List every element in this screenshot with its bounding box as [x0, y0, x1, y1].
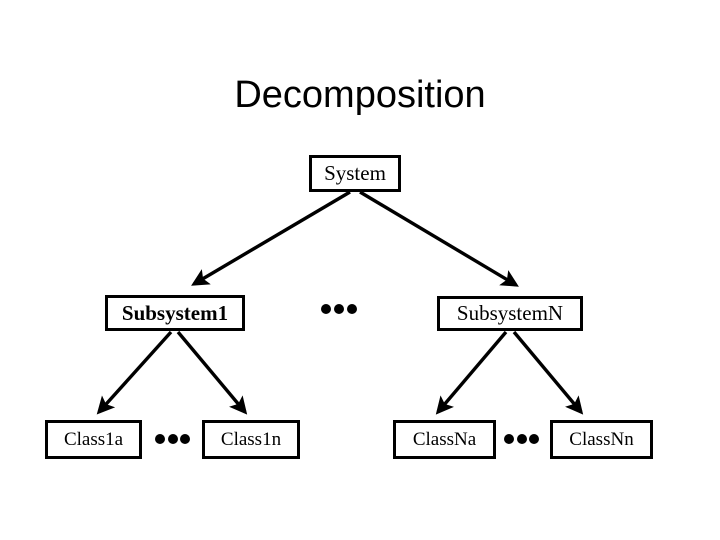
node-subsystem-n[interactable]: SubsystemN — [437, 296, 583, 331]
node-class-nn-label: ClassNn — [569, 429, 634, 450]
edge-subsystem1-class1n — [176, 330, 248, 415]
ellipsis-dot — [334, 304, 344, 314]
edge-subsystemN-classNn — [512, 330, 584, 415]
ellipsis-dot — [321, 304, 331, 314]
node-class1n[interactable]: Class1n — [202, 420, 300, 459]
node-class-na[interactable]: ClassNa — [393, 420, 496, 459]
edge-subsystemN-classNa — [435, 330, 508, 415]
node-subsystem1[interactable]: Subsystem1 — [105, 295, 245, 331]
ellipsis-class1-icon — [155, 433, 190, 445]
ellipsis-dot — [167, 434, 178, 444]
edge-subsystem1-class1a — [96, 330, 173, 415]
page-title: Decomposition — [234, 74, 486, 116]
node-system-label: System — [324, 161, 386, 185]
node-system[interactable]: System — [309, 155, 401, 192]
node-class-na-label: ClassNa — [412, 429, 477, 450]
ellipsis-dot — [504, 434, 514, 444]
ellipsis-class-n-icon — [504, 433, 539, 445]
ellipsis-dot — [516, 434, 527, 444]
ellipsis-subsystems-icon — [321, 303, 357, 315]
ellipsis-dot — [180, 434, 190, 444]
ellipsis-dot — [529, 434, 539, 444]
edge-system-subsystem1 — [191, 190, 351, 286]
ellipsis-dot — [347, 304, 357, 314]
edge-system-subsystemN — [359, 190, 519, 287]
node-class1a-label: Class1a — [63, 429, 124, 450]
node-class-nn[interactable]: ClassNn — [550, 420, 653, 459]
node-subsystem-n-label: SubsystemN — [456, 301, 564, 325]
node-class1n-label: Class1n — [220, 429, 282, 450]
ellipsis-dot — [155, 434, 165, 444]
node-class1a[interactable]: Class1a — [45, 420, 142, 459]
node-subsystem1-label: Subsystem1 — [121, 300, 229, 325]
